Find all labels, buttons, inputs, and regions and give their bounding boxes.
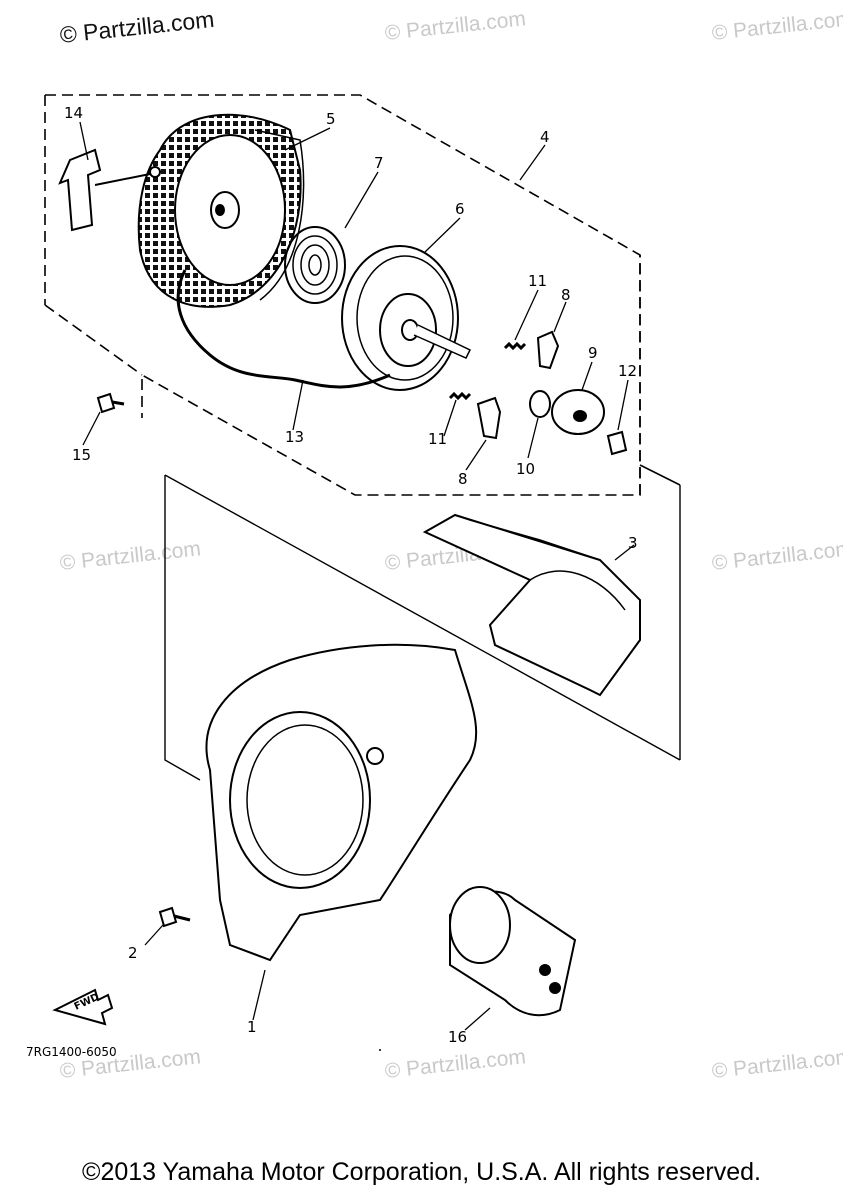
assembly-outline-lower	[164, 475, 201, 781]
spiral-spring	[284, 226, 346, 304]
drive-plate	[551, 389, 605, 435]
callout-3: 3	[628, 534, 638, 552]
starter-case	[137, 113, 305, 308]
bolt-lower	[158, 906, 191, 928]
fan-housing	[205, 643, 478, 962]
sheave-drum	[341, 245, 472, 391]
callout-9: 9	[588, 344, 598, 362]
callout-11-upper: 11	[528, 272, 547, 290]
starter-handle	[58, 148, 161, 232]
callout-1: 1	[247, 1018, 257, 1036]
copyright-notice: ©2013 Yamaha Motor Corporation, U.S.A. A…	[82, 1158, 761, 1186]
starter-cup	[449, 886, 577, 1017]
callout-8-upper: 8	[561, 286, 571, 304]
drive-pawl-upper	[536, 330, 560, 370]
washer	[529, 390, 551, 418]
callout-11-lower: 11	[428, 430, 447, 448]
starter-rope	[176, 269, 391, 389]
pawl-spring-lower	[448, 391, 472, 401]
callout-14: 14	[64, 104, 83, 122]
fwd-arrow-icon: FWD	[52, 988, 114, 1026]
callout-6: 6	[455, 200, 465, 218]
drive-pawl-lower	[476, 396, 502, 440]
diagram-code: 7RG1400-6050	[26, 1045, 117, 1059]
plate-screw	[606, 430, 628, 456]
callout-12: 12	[618, 362, 637, 380]
top-cover	[422, 513, 641, 697]
pawl-spring-upper	[503, 341, 527, 351]
callout-13: 13	[285, 428, 304, 446]
callout-5: 5	[326, 110, 336, 128]
callout-4: 4	[540, 128, 550, 146]
callout-8-lower: 8	[458, 470, 468, 488]
callout-15: 15	[72, 446, 91, 464]
callout-10: 10	[516, 460, 535, 478]
callout-16: 16	[448, 1028, 467, 1046]
bolt-upper	[96, 392, 125, 414]
assembly-outline-upper	[45, 94, 641, 496]
callout-7: 7	[374, 154, 384, 172]
callout-2: 2	[128, 944, 138, 962]
